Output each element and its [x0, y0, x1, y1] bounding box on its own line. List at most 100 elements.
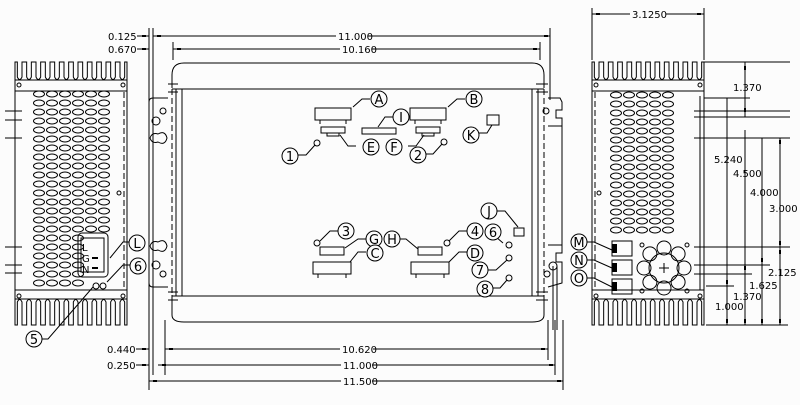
- dim-mid-length-bottom: 11.000: [343, 361, 378, 372]
- end-panel-body: [14, 79, 128, 300]
- arrow-mark: [557, 380, 561, 382]
- cover-top-edge: [171, 62, 545, 88]
- vent-slot: [59, 99, 71, 107]
- vent-slot: [636, 190, 648, 198]
- balloon-m: M: [570, 233, 588, 251]
- vent-slot: [46, 117, 58, 125]
- balloon-j: J: [480, 202, 498, 220]
- vent-slot: [46, 279, 58, 287]
- arrow-mark: [142, 348, 146, 350]
- cover-bottom-edge: [171, 295, 545, 323]
- fan-vent-icon: [670, 274, 686, 290]
- leader-line: [106, 264, 130, 283]
- leader-line: [587, 277, 613, 288]
- vent-slot: [662, 226, 674, 234]
- vent-slot: [636, 199, 648, 207]
- dim-1370-top: 1.370: [733, 83, 762, 94]
- top-view: A B I E F K 1 2: [148, 62, 563, 330]
- vent-slot: [610, 145, 622, 153]
- vent-slot: [46, 216, 58, 224]
- mount-hole-icon: [151, 260, 161, 270]
- ac-inlet: L G N: [77, 232, 109, 278]
- vent-slot: [59, 90, 71, 98]
- right-mounting-flange-top: [548, 97, 563, 127]
- vent-slot: [636, 172, 648, 180]
- vent-slot: [610, 118, 622, 126]
- vent-slot: [636, 181, 648, 189]
- vent-slot: [72, 162, 84, 170]
- vent-slot: [98, 90, 110, 98]
- vent-slot: [98, 135, 110, 143]
- arrow-mark: [544, 35, 548, 37]
- vent-slot: [59, 279, 71, 287]
- vent-slot: [46, 234, 58, 242]
- balloon-o: O: [570, 269, 588, 287]
- svg-text:B: B: [470, 93, 479, 108]
- vent-slot: [649, 154, 661, 162]
- vent-slot: [662, 109, 674, 117]
- vent-slot: [98, 99, 110, 107]
- vent-slot: [33, 144, 45, 152]
- fan-screw-icon: [684, 242, 690, 248]
- vent-slot: [59, 234, 71, 242]
- corner-screw-icon: [593, 293, 599, 299]
- vent-slot: [33, 207, 45, 215]
- vent-slot: [33, 189, 45, 197]
- vent-slot: [46, 261, 58, 269]
- vent-slot: [59, 207, 71, 215]
- vent-slot: [33, 198, 45, 206]
- vent-slot: [85, 207, 97, 215]
- right-side-view: 3.1250: [570, 8, 798, 326]
- arrow-mark: [169, 348, 173, 350]
- arrow-mark: [744, 319, 746, 323]
- right-mounting-flange-bottom: [547, 244, 563, 288]
- vent-slot: [610, 217, 622, 225]
- vent-slot: [33, 117, 45, 125]
- connector-d: [410, 261, 450, 278]
- vent-slot: [72, 117, 84, 125]
- vent-slot: [72, 198, 84, 206]
- vent-slot: [649, 208, 661, 216]
- vent-slot: [46, 144, 58, 152]
- connector-k: [486, 114, 500, 126]
- vent-slot: [33, 243, 45, 251]
- vent-slot: [72, 135, 84, 143]
- vent-slot: [98, 180, 110, 188]
- balloon-l: L: [128, 234, 146, 252]
- vent-slot: [85, 162, 97, 170]
- arrow-mark: [697, 13, 701, 15]
- vent-slot: [649, 163, 661, 171]
- vent-slot: [72, 126, 84, 134]
- vent-slot: [46, 189, 58, 197]
- vent-slot: [662, 217, 674, 225]
- vent-slot: [623, 181, 635, 189]
- mount-screw-icon: [159, 270, 167, 278]
- vent-slot: [649, 136, 661, 144]
- arrow-mark: [779, 250, 781, 254]
- vent-slot: [610, 127, 622, 135]
- balloon-7: 7: [471, 261, 489, 279]
- dim-overall-length-top: 11.000: [338, 32, 373, 43]
- vent-slot: [46, 198, 58, 206]
- vent-slot: [59, 171, 71, 179]
- vent-slot: [85, 144, 97, 152]
- balloon-a: A: [370, 90, 388, 108]
- vent-slot: [649, 91, 661, 99]
- vent-slot: [59, 180, 71, 188]
- balloon-6-top: 6: [484, 223, 502, 241]
- heatsink-fins-bottom-side: [591, 299, 705, 326]
- vent-slot: [649, 217, 661, 225]
- screw-icon: [596, 190, 602, 196]
- vent-slot: [662, 163, 674, 171]
- vent-slot: [623, 208, 635, 216]
- arrow-mark: [142, 364, 146, 366]
- vent-slot: [33, 153, 45, 161]
- vent-slot: [623, 118, 635, 126]
- vent-slot: [98, 225, 110, 233]
- balloon-2: 2: [409, 146, 427, 164]
- arrow-mark: [142, 48, 146, 50]
- fan-vent-icon: [656, 280, 672, 296]
- vent-slot: [59, 144, 71, 152]
- hole-7-icon: [505, 254, 513, 262]
